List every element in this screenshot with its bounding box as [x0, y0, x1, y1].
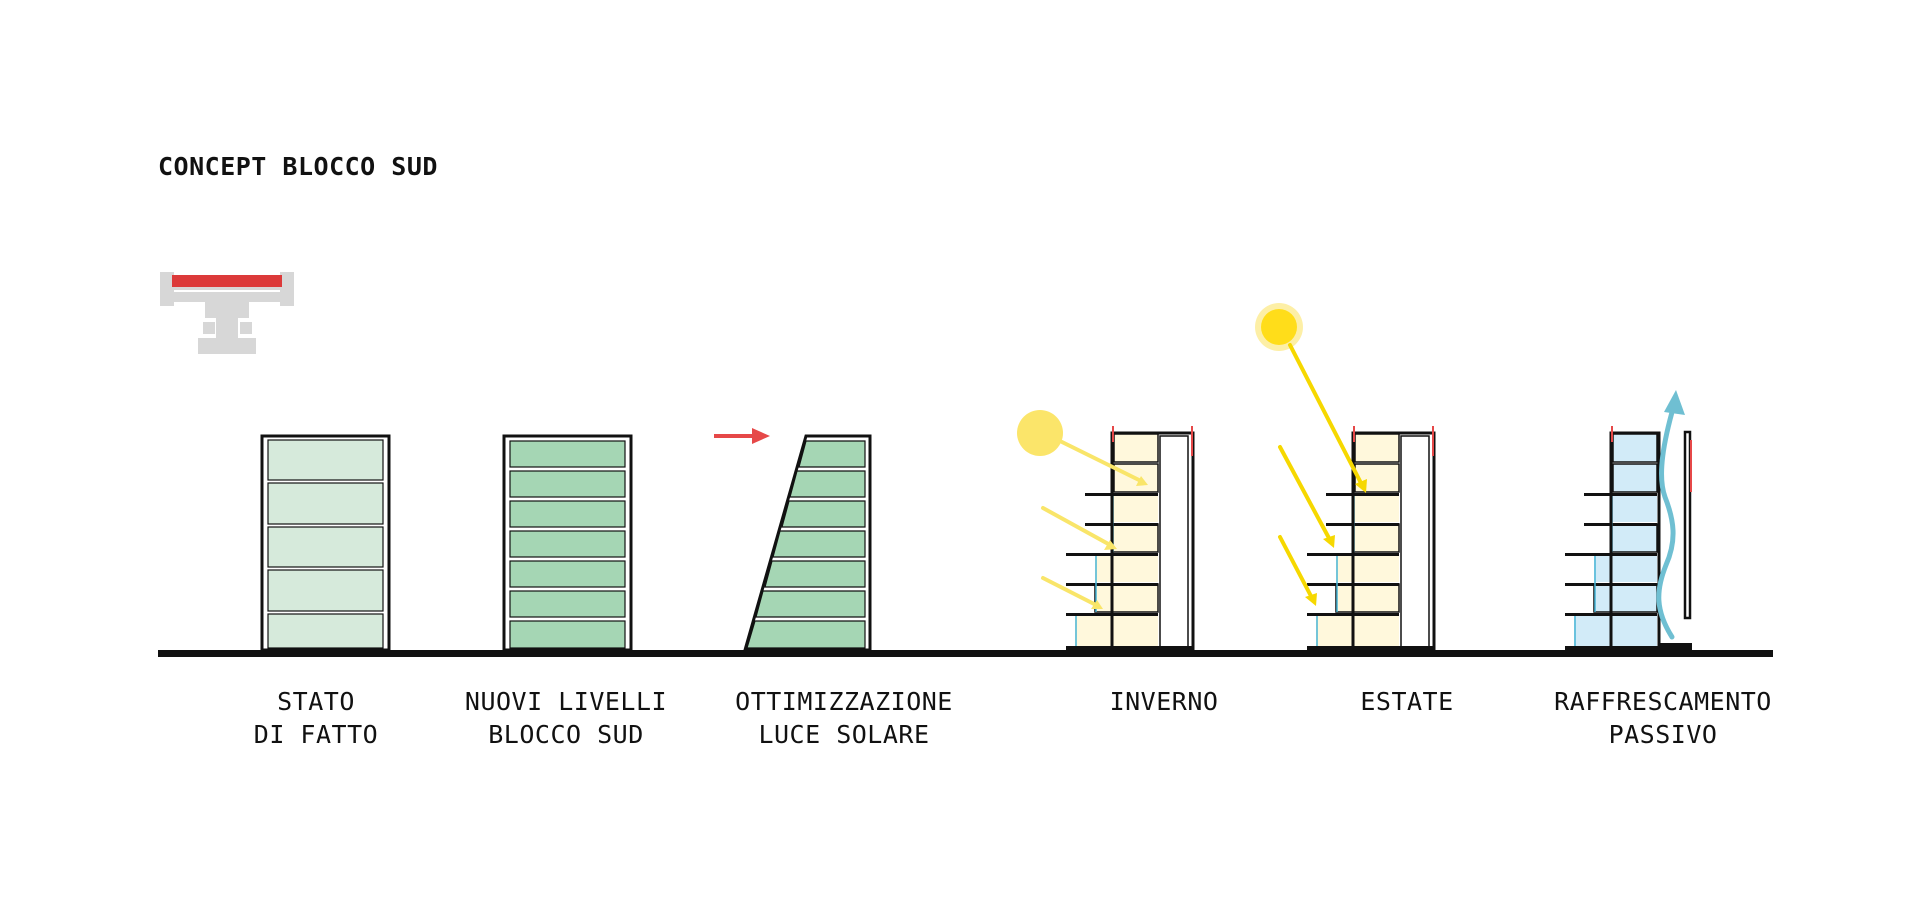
caption-line: STATO — [277, 687, 355, 716]
page-title: CONCEPT BLOCCO SUD — [158, 152, 438, 181]
building-passive-cooling — [1565, 426, 1692, 650]
caption-line: ESTATE — [1360, 687, 1454, 716]
caption-line: DI FATTO — [253, 720, 379, 749]
site-plan-icon — [160, 272, 294, 354]
caption-line: NUOVI LIVELLI — [464, 687, 668, 716]
caption-line: INVERNO — [1109, 687, 1219, 716]
ground-line — [158, 650, 1773, 657]
caption-existing-state: STATO DI FATTO — [186, 685, 446, 751]
sun-icon — [1017, 410, 1063, 456]
airflow-arrow-icon — [1656, 390, 1685, 640]
caption-passive-cooling: RAFFRESCAMENTO PASSIVO — [1533, 685, 1793, 751]
building-new-levels — [502, 434, 633, 652]
sun-icon — [1255, 303, 1303, 351]
caption-line: LUCE SOLARE — [758, 720, 930, 749]
building-daylight-optimization — [743, 434, 872, 652]
red-arrow-icon — [714, 428, 770, 444]
caption-line: PASSIVO — [1608, 720, 1718, 749]
winter-sun-rays — [1041, 440, 1145, 608]
caption-line: RAFFRESCAMENTO — [1554, 687, 1772, 716]
building-existing-state — [260, 434, 391, 652]
summer-sun-rays — [1278, 343, 1364, 600]
caption-line: BLOCCO SUD — [488, 720, 644, 749]
caption-summer: ESTATE — [1277, 685, 1537, 718]
caption-winter: INVERNO — [1034, 685, 1294, 718]
caption-new-levels: NUOVI LIVELLI BLOCCO SUD — [436, 685, 696, 751]
building-winter — [1066, 426, 1195, 650]
caption-daylight-optimization: OTTIMIZZAZIONE LUCE SOLARE — [714, 685, 974, 751]
caption-line: OTTIMIZZAZIONE — [735, 687, 953, 716]
